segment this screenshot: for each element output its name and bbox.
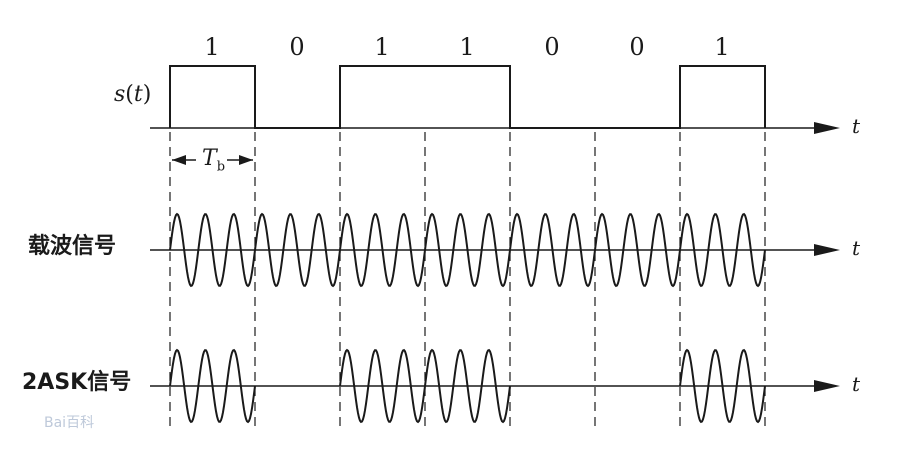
axis-time-label: t	[852, 114, 861, 138]
bit-label: 0	[544, 33, 560, 61]
signal-waveform	[169, 65, 766, 129]
period-arrowhead-left	[172, 155, 186, 165]
ask-burst	[679, 348, 766, 424]
ask-burst	[339, 348, 426, 424]
axis-time-label: t	[852, 236, 861, 260]
bit-label: 1	[714, 33, 730, 61]
period-label-t: T	[202, 146, 217, 171]
period-arrowhead-right	[239, 155, 253, 165]
watermark: Bai百科	[44, 415, 95, 431]
signal-axis-arrow	[814, 122, 840, 134]
ask-burst	[169, 348, 256, 424]
bit-label: 1	[374, 33, 390, 61]
carrier-waveform	[169, 212, 766, 288]
bit-label: 0	[289, 33, 305, 61]
bit-label: 1	[459, 33, 475, 61]
ask-axis-arrow	[814, 380, 840, 392]
ask-label: 2ASK信号	[22, 370, 132, 395]
axis-time-label: t	[852, 372, 861, 396]
signal-label-close: )	[142, 82, 152, 107]
bit-label: 1	[204, 33, 220, 61]
carrier-label: 载波信号	[28, 234, 117, 259]
period-subscript: b	[216, 159, 226, 175]
signal-label: s(t)	[114, 84, 151, 106]
ask-burst	[424, 348, 511, 424]
bit-label: 0	[629, 33, 645, 61]
carrier-axis-arrow	[814, 244, 840, 256]
signal-label-t: t	[133, 82, 143, 107]
period-label: Tb	[202, 146, 226, 175]
signal-label-s: s	[114, 82, 126, 107]
signal-label-open: (	[125, 82, 134, 107]
